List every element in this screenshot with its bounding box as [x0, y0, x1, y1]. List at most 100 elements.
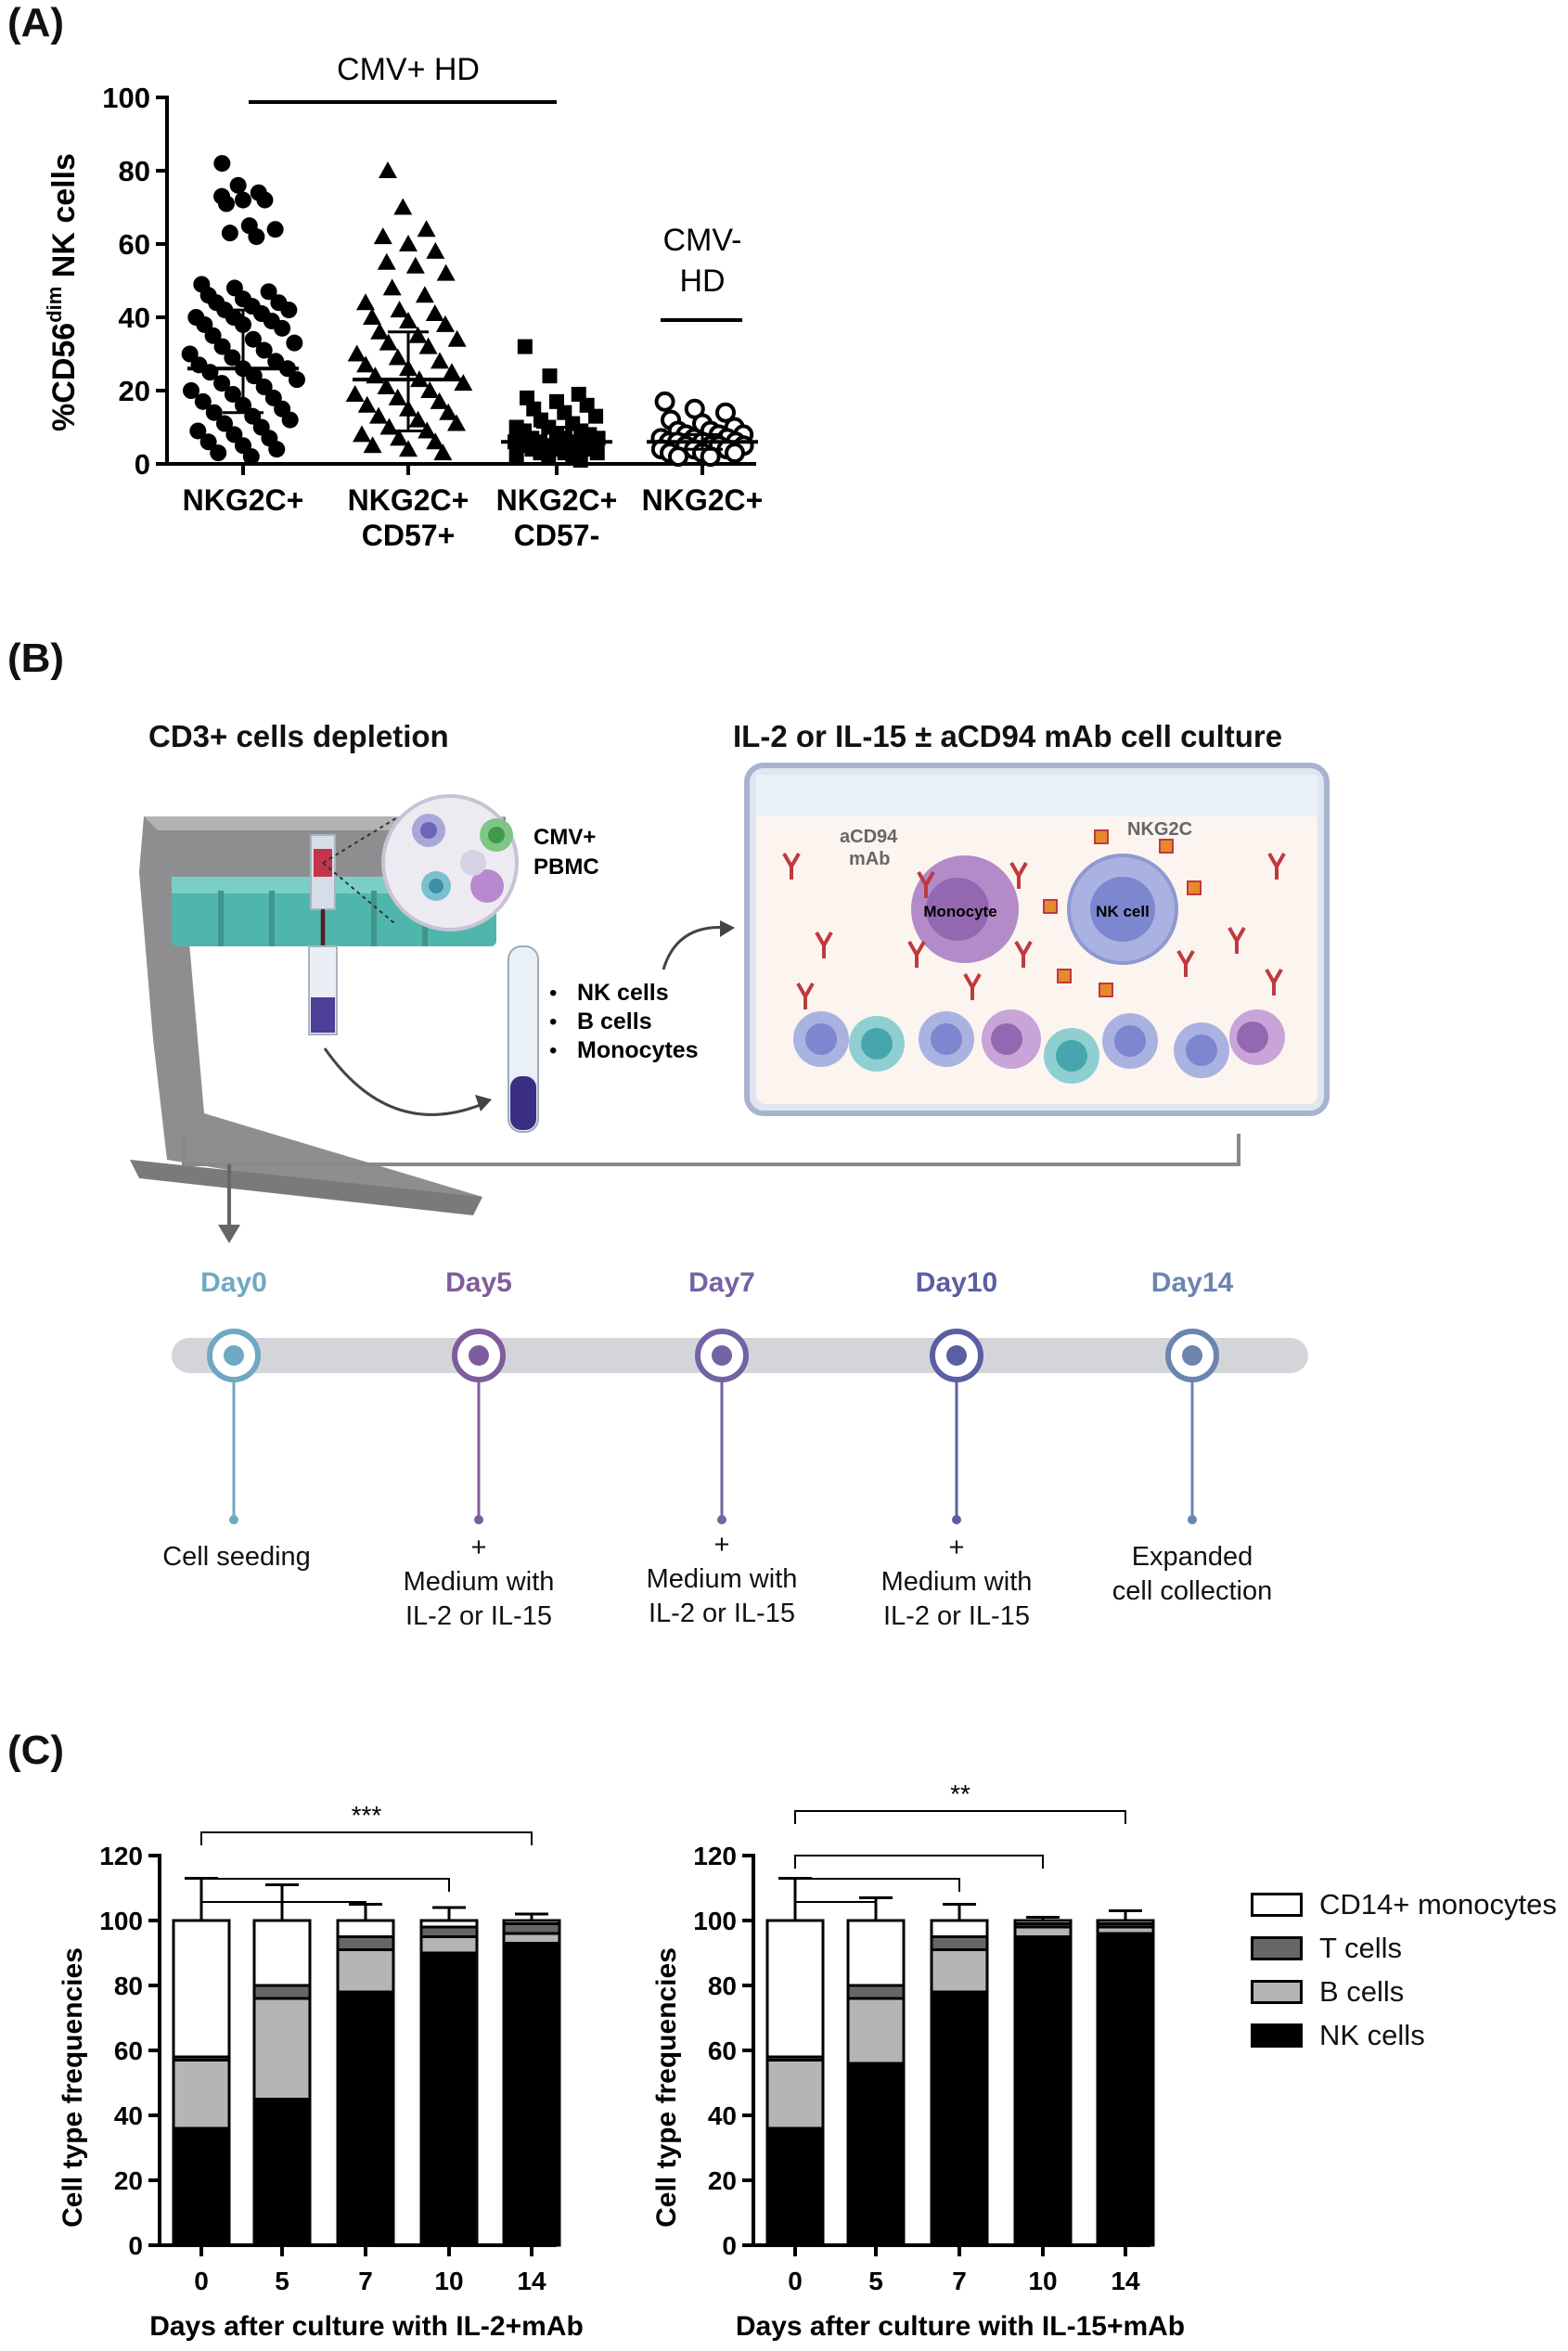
- bar-segment: [419, 1935, 479, 1955]
- bar-segment: [1013, 1919, 1073, 1925]
- x-tick-label: 5: [868, 2267, 883, 2295]
- data-point: [347, 344, 366, 362]
- y-tick-label: 40: [114, 2101, 143, 2130]
- y-tick-label: 0: [128, 2231, 143, 2260]
- timeline-desc-day5: + Medium with IL-2 or IL-15: [358, 1531, 599, 1634]
- bar-segment: [172, 2059, 231, 2130]
- x-tick-label: 10: [434, 2267, 463, 2295]
- data-point: [244, 330, 262, 348]
- data-point: [199, 433, 217, 451]
- x-tick-label: NKG2C+: [348, 483, 469, 517]
- timeline-desc-line: IL-2 or IL-15: [405, 1601, 552, 1631]
- data-point: [224, 385, 241, 403]
- data-point: [205, 404, 223, 421]
- data-point: [541, 449, 557, 465]
- protocol-illustration: CMV+ PBMC • • • NK cells B cells Monocyt…: [130, 763, 1330, 1524]
- transfer-arrow: [323, 1047, 483, 1116]
- data-point: [379, 333, 398, 351]
- data-point: [447, 329, 467, 347]
- y-tick-label: 0: [135, 448, 150, 481]
- data-point: [260, 283, 277, 301]
- data-point: [700, 446, 721, 468]
- significance-bracket: [200, 1901, 366, 1915]
- data-point: [245, 367, 263, 385]
- data-point: [181, 345, 199, 363]
- data-point: [274, 319, 291, 337]
- timeline-desc-day14: Expanded cell collection: [1072, 1540, 1313, 1609]
- timeline-day-10: Day10: [915, 1267, 998, 1298]
- bar-segment: [765, 2126, 825, 2247]
- timeline-desc-line: IL-2 or IL-15: [649, 1599, 795, 1628]
- timeline-day-0: Day0: [200, 1267, 267, 1298]
- data-point: [218, 195, 235, 212]
- timeline-day-7: Day7: [688, 1267, 755, 1298]
- data-point: [235, 191, 251, 209]
- bullet-monocytes: Monocytes: [577, 1037, 699, 1063]
- chart-il15-significance: **: [950, 1779, 970, 1808]
- bar-segment: [252, 1997, 312, 2100]
- culture-arrow: [662, 926, 729, 970]
- timeline-node-core: [1182, 1345, 1202, 1366]
- data-point: [363, 436, 382, 454]
- bar-segment: [1096, 1919, 1155, 1925]
- data-point: [654, 391, 675, 412]
- data-point: [289, 371, 305, 389]
- x-tick-label: 5: [275, 2267, 289, 2295]
- enriched-tube-illustration: [508, 945, 539, 1133]
- timeline-node-core: [946, 1345, 967, 1366]
- collection-tube-illustration: [308, 945, 338, 1035]
- culture-well-illustration: [744, 763, 1330, 1116]
- legend-label-nk-cells: NK cells: [1319, 2019, 1425, 2051]
- panel-b-label: (B): [7, 636, 65, 681]
- bullet-dot-1: •: [549, 981, 557, 1006]
- legend-item-b-cells: B cells: [1251, 1975, 1404, 2009]
- y-tick-label: 80: [114, 1972, 143, 2000]
- timeline-desc-day7: + Medium with IL-2 or IL-15: [601, 1528, 842, 1631]
- data-point: [388, 348, 407, 366]
- timeline-desc-line: +: [713, 1530, 730, 1560]
- data-point: [213, 338, 231, 355]
- y-tick-label: 120: [693, 1842, 737, 1870]
- bar-segment: [172, 2126, 231, 2247]
- bar-segment: [846, 2062, 906, 2247]
- culture-title: IL-2 or IL-15 ± aCD94 mAb cell culture: [733, 719, 1283, 753]
- data-point: [345, 384, 365, 402]
- data-point: [425, 304, 444, 322]
- data-point: [393, 198, 413, 215]
- data-point: [390, 429, 409, 446]
- data-point: [388, 388, 407, 405]
- data-point: [405, 256, 425, 274]
- data-point: [442, 363, 461, 380]
- data-point: [379, 161, 397, 178]
- depletion-title: CD3+ cells depletion: [148, 719, 449, 753]
- data-point: [418, 337, 438, 354]
- cmv-neg-group-label-line2: HD: [679, 263, 725, 299]
- y-tick-label: 60: [114, 2036, 143, 2065]
- bar-segment: [336, 1990, 395, 2247]
- bullet-dot-2: •: [549, 1009, 557, 1034]
- bar-segment: [846, 1997, 906, 2065]
- data-point: [281, 411, 299, 429]
- bar-segment: [765, 1919, 825, 2059]
- data-point: [255, 379, 273, 396]
- y-tick-label: 20: [114, 2166, 143, 2195]
- timeline-desc-day0: Cell seeding: [116, 1540, 357, 1574]
- chart-il15-ylabel: Cell type frequencies: [651, 1947, 682, 2228]
- data-point: [399, 311, 418, 328]
- panel-c-label: (C): [7, 1728, 65, 1773]
- data-point: [668, 446, 688, 468]
- data-point: [408, 410, 428, 428]
- x-tick-label: NKG2C+: [642, 483, 764, 517]
- bar-segment: [419, 1919, 479, 1929]
- data-point: [357, 395, 377, 413]
- bar-segment: [1013, 1935, 1073, 2247]
- data-point: [399, 440, 418, 457]
- bar-segment: [1013, 1925, 1073, 1938]
- bar-segment: [336, 1948, 395, 1994]
- data-point: [572, 453, 588, 469]
- legend-item-t-cells: T cells: [1251, 1932, 1402, 1965]
- x-tick-label: 0: [194, 2267, 209, 2295]
- legend-swatch-nk-cells: [1251, 2023, 1303, 2048]
- bullet-b-cells: B cells: [577, 1008, 652, 1034]
